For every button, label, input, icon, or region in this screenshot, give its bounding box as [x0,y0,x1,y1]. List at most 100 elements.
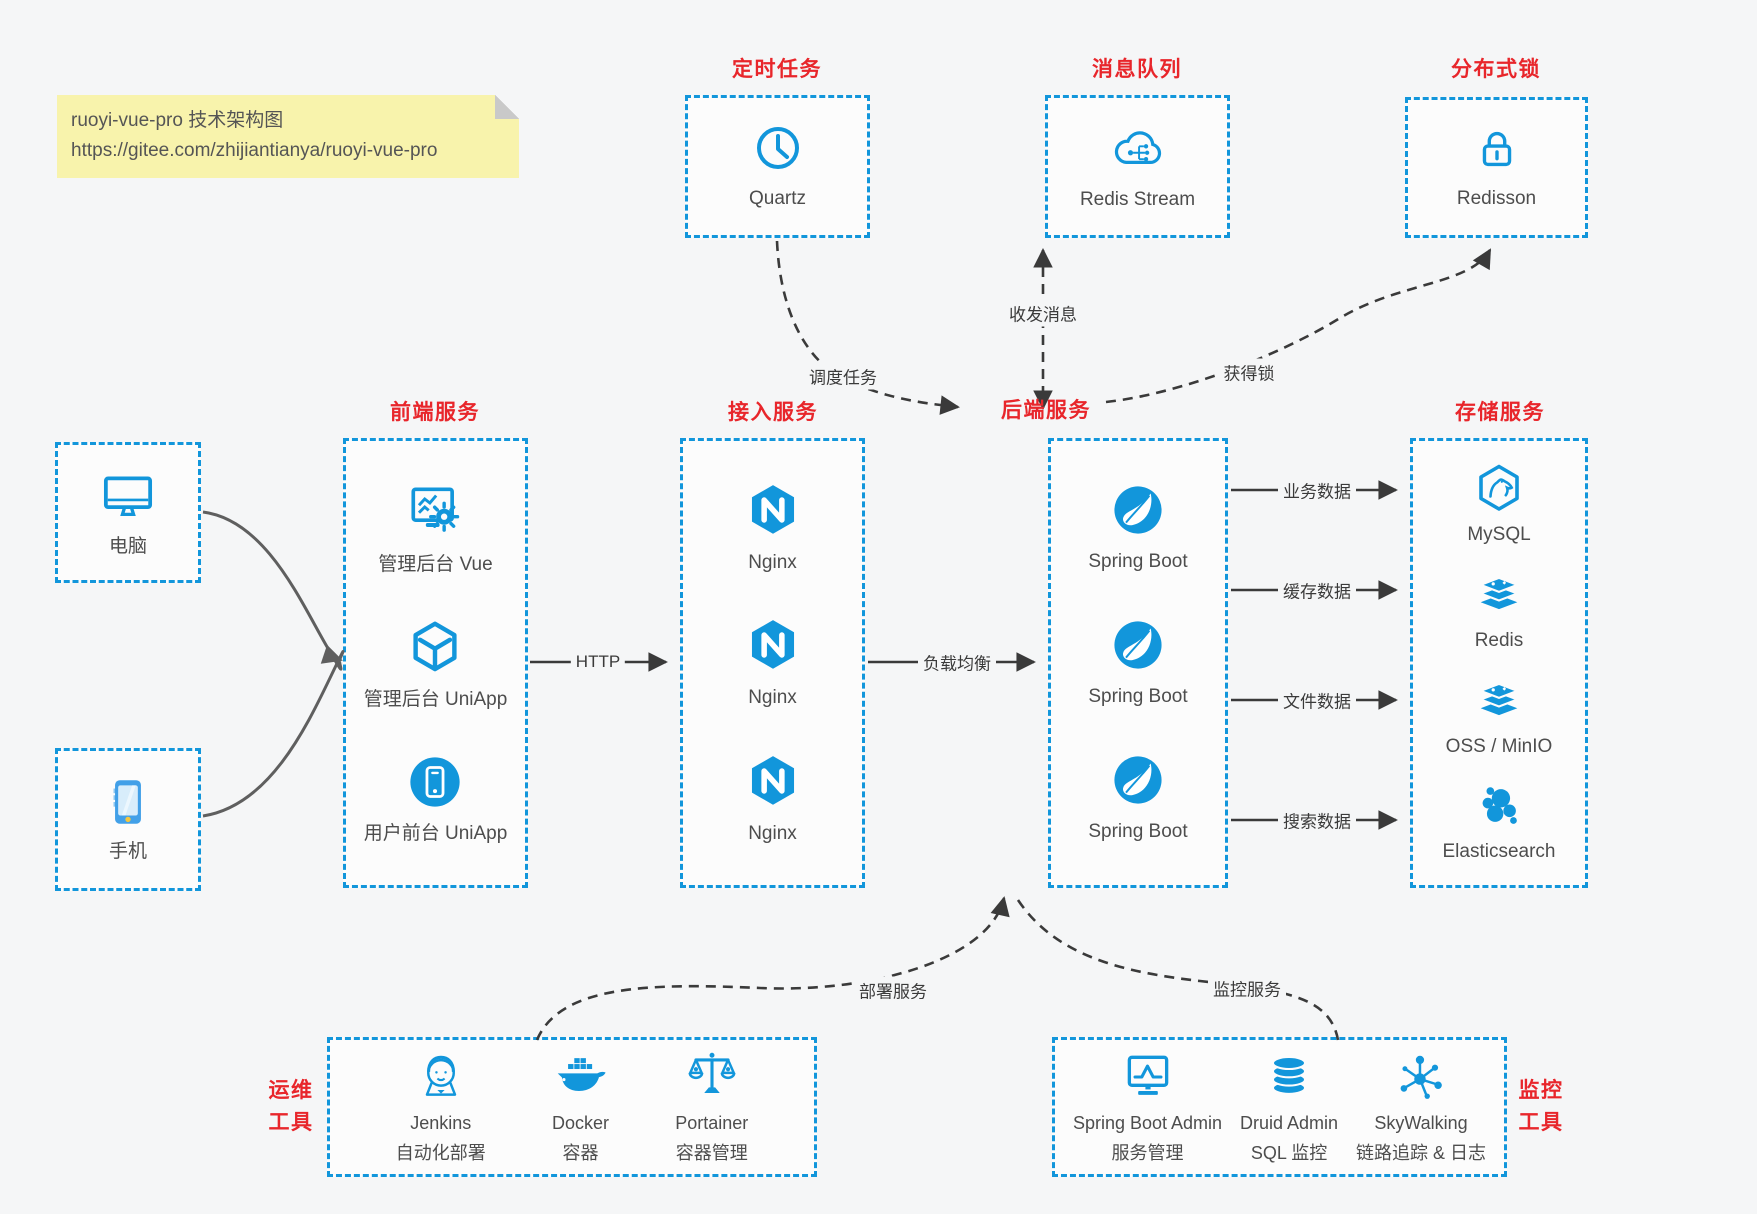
backend-item-spring-2: Spring Boot [1088,615,1188,711]
edge-label-business-data: 业务数据 [1278,476,1356,504]
ops-item-jenkins: Jenkins 自动化部署 [396,1048,486,1166]
druid-name: Druid Admin [1240,1112,1339,1133]
backend-item-spring-3: Spring Boot [1088,750,1188,846]
skywalking-desc: 链路追踪 & 日志 [1356,1143,1487,1163]
scheduled-task-box: Quartz [685,95,870,238]
admin-vue-label: 管理后台 Vue [378,553,493,575]
group-title-lock: 分布式锁 [1451,58,1541,81]
sticky-note: ruoyi-vue-pro 技术架构图 https://gitee.com/zh… [57,95,519,178]
spring-boot-label: Spring Boot [1088,551,1188,573]
portainer-name: Portainer [675,1112,749,1133]
ops-item-portainer: Portainer 容器管理 [675,1048,748,1166]
monitoring-item-skywalking: SkyWalking 链路追踪 & 日志 [1356,1048,1486,1166]
group-title-storage: 存储服务 [1455,401,1545,424]
group-title-monitoring-2: 工具 [1518,1111,1564,1134]
docker-name: Docker [551,1112,609,1133]
oss-minio-icon [1472,674,1526,728]
elasticsearch-label: Elasticsearch [1442,841,1556,863]
edge-label-load-balance: 负载均衡 [918,648,996,676]
quartz-label: Quartz [748,188,807,210]
docker-desc: 容器 [562,1143,599,1163]
frontend-item-admin-uniapp: 管理后台 UniApp [364,616,507,714]
spring-boot-label: Spring Boot [1088,686,1188,708]
portainer-icon [683,1048,741,1106]
jenkins-name: Jenkins [410,1112,472,1133]
monitoring-item-druid: Druid Admin SQL 监控 [1240,1048,1338,1166]
storage-item-oss-minio: OSS / MinIO [1445,674,1553,761]
sba-desc: 服务管理 [1111,1143,1184,1163]
monitor-services-arrow [1016,899,1340,1041]
group-title-frontend: 前端服务 [390,401,480,424]
redis-stream-label: Redis Stream [1079,189,1196,211]
group-title-monitoring-1: 监控 [1518,1079,1564,1102]
storage-item-redis: Redis [1472,568,1526,655]
gateway-item-nginx-1: Nginx [742,479,804,577]
group-title-gateway: 接入服务 [728,401,818,424]
jenkins-desc: 自动化部署 [395,1143,486,1163]
edge-label-monitor: 监控服务 [1208,974,1286,1002]
desktop-to-frontend-arrow [202,510,343,671]
backend-item-spring-1: Spring Boot [1088,480,1188,576]
group-title-scheduled: 定时任务 [732,58,822,81]
group-title-mq: 消息队列 [1092,58,1182,81]
nginx-label: Nginx [748,551,797,573]
edge-label-deploy: 部署服务 [854,976,932,1004]
monitoring-item-sba: Spring Boot Admin 服务管理 [1073,1048,1222,1166]
desktop-icon [97,464,159,526]
group-title-ops-1: 运维 [268,1079,314,1102]
mysql-icon [1471,460,1527,516]
spring-boot-admin-icon [1119,1048,1177,1106]
clock-icon [750,120,806,176]
frontend-item-admin-vue: 管理后台 Vue [378,479,493,579]
edge-label-search-data: 搜索数据 [1278,806,1356,834]
desktop-client-box: 电脑 [55,442,201,583]
phone-to-frontend-arrow [202,650,345,818]
edge-label-file-data: 文件数据 [1278,686,1356,714]
oss-minio-label: OSS / MinIO [1445,735,1553,757]
distributed-lock-box: Redisson [1405,97,1588,238]
user-uniapp-label: 用户前台 UniApp [363,822,508,844]
phone-icon [99,773,157,831]
admin-vue-icon [403,479,467,543]
spring-boot-icon [1108,615,1168,675]
cloud-stream-icon [1108,119,1168,179]
frontend-services-box: 管理后台 Vue 管理后台 UniApp 用户前台 UniApp [343,438,528,888]
redis-label: Redis [1474,629,1524,651]
group-title-backend: 后端服务 [1001,399,1091,422]
note-url: https://gitee.com/zhijiantianya/ruoyi-vu… [71,140,438,162]
nginx-icon [742,750,804,812]
edge-label-cache-data: 缓存数据 [1278,576,1356,604]
edge-label-schedule: 调度任务 [804,362,882,390]
nginx-icon [742,479,804,541]
group-title-ops-2: 工具 [268,1111,314,1134]
backend-services-box: Spring Boot Spring Boot Spring Boot [1048,438,1228,888]
spring-boot-icon [1108,480,1168,540]
gateway-item-nginx-2: Nginx [742,614,804,712]
mysql-label: MySQL [1467,524,1531,546]
docker-icon [551,1048,609,1106]
skywalking-icon [1392,1048,1450,1106]
desktop-label: 电脑 [108,536,147,558]
padlock-icon [1470,122,1524,176]
spring-boot-icon [1108,750,1168,810]
ops-item-docker: Docker 容器 [551,1048,609,1166]
druid-icon [1260,1048,1318,1106]
elasticsearch-icon [1472,779,1526,833]
skywalking-name: SkyWalking [1374,1112,1468,1133]
deploy-services-arrow [535,896,1010,1041]
storage-services-box: MySQL Redis OSS / MinIO [1410,438,1588,888]
gateway-services-box: Nginx Nginx Nginx [680,438,865,888]
redis-icon [1472,568,1526,622]
sba-name: Spring Boot Admin [1072,1112,1223,1133]
jenkins-icon [412,1048,470,1106]
gateway-item-nginx-3: Nginx [742,750,804,848]
message-queue-box: Redis Stream [1045,95,1230,238]
ops-tools-box: Jenkins 自动化部署 Docker 容器 [327,1037,817,1177]
phone-label: 手机 [108,841,147,863]
edge-label-messages: 收发消息 [1004,299,1082,327]
nginx-icon [742,614,804,676]
monitoring-tools-box: Spring Boot Admin 服务管理 Druid Admin SQL 监… [1052,1037,1507,1177]
acquire-lock-arrow [1105,248,1492,404]
spring-boot-label: Spring Boot [1088,821,1188,843]
edge-label-acquire-lock: 获得锁 [1218,358,1280,386]
